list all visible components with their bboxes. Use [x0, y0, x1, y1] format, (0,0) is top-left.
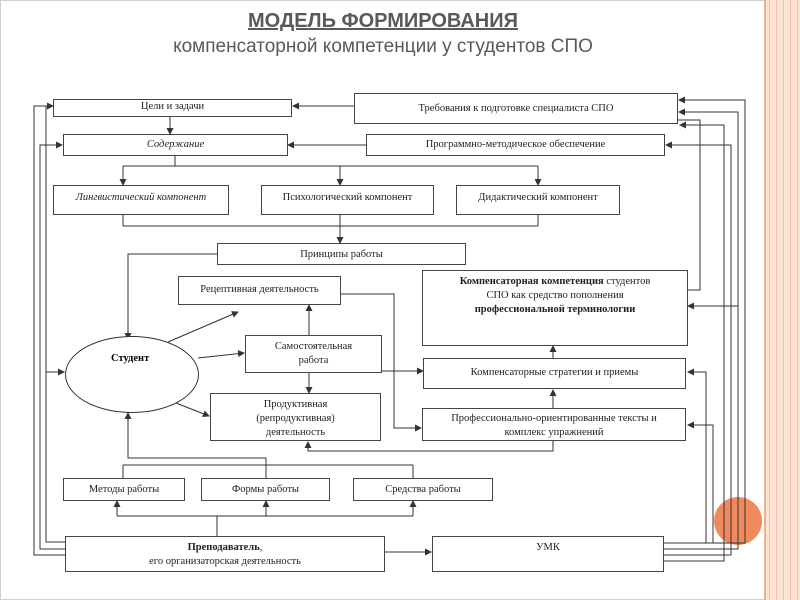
means-box: Средства работы	[353, 478, 493, 501]
competence-line1: Компенсаторная компетенция студентов	[423, 275, 687, 289]
decorative-stripe	[766, 0, 800, 600]
principles-label: Принципы работы	[300, 249, 383, 260]
teacher-box: Преподаватель, его организаторская деяте…	[65, 536, 385, 572]
means-label: Средства работы	[385, 484, 461, 495]
compensatory-competence-box: Компенсаторная компетенция студентов СПО…	[422, 270, 688, 346]
teacher-line1: Преподаватель,	[66, 541, 384, 555]
teacher-comma: ,	[259, 542, 263, 553]
requirements-label: Требования к подготовке специалиста СПО	[418, 103, 614, 114]
principles-box: Принципы работы	[217, 243, 466, 265]
forms-label: Формы работы	[232, 484, 299, 495]
linguistic-component-label: Лингвистический компонент	[75, 192, 207, 203]
student-ellipse: Студент	[65, 336, 199, 413]
didactic-component-label: Дидактический компонент	[478, 192, 598, 203]
umk-box: УМК	[432, 536, 664, 572]
receptive-activity-box: Рецептивная деятельность	[178, 276, 341, 305]
strategies-box: Компенсаторные стратегии и приемы	[423, 358, 686, 389]
psychological-component-box: Психологический компонент	[261, 185, 434, 215]
independent-line2: работа	[298, 355, 329, 366]
didactic-component-box: Дидактический компонент	[456, 185, 620, 215]
independent-line1: Самостоятельная	[274, 341, 353, 352]
content-label: Содержание	[146, 139, 205, 150]
teacher-line2: его организаторская деятельность	[149, 556, 301, 567]
productive-line1: Продуктивная	[263, 399, 328, 410]
productive-line3: деятельность	[265, 427, 326, 438]
program-label: Программно-методическое обеспечение	[425, 139, 606, 150]
competence-line2: СПО как средство пополнения	[486, 290, 624, 301]
competence-bold: Компенсаторная компетенция	[459, 276, 604, 287]
competence-rest: студентов	[603, 276, 651, 287]
page-title: МОДЕЛЬ ФОРМИРОВАНИЯ	[248, 10, 518, 32]
methods-box: Методы работы	[63, 478, 185, 501]
goals-label: Цели и задачи	[140, 101, 205, 112]
student-label: Студент	[111, 353, 150, 364]
strategies-label: Компенсаторные стратегии и приемы	[470, 367, 639, 378]
competence-line3: профессиональной терминологии	[474, 304, 636, 315]
texts-line2: комплекс упражнений	[504, 427, 604, 438]
goals-box: Цели и задачи	[53, 99, 292, 117]
linguistic-component-box: Лингвистический компонент	[53, 185, 229, 215]
page-subtitle: компенсаторной компетенции у студентов С…	[173, 36, 593, 57]
program-box: Программно-методическое обеспечение	[366, 134, 665, 156]
receptive-activity-label: Рецептивная деятельность	[200, 284, 319, 295]
stripe-edge	[764, 0, 766, 600]
methods-label: Методы работы	[88, 484, 160, 495]
umk-label: УМК	[536, 542, 560, 553]
psychological-component-label: Психологический компонент	[282, 192, 413, 203]
requirements-box: Требования к подготовке специалиста СПО	[354, 93, 678, 124]
productive-activity-box: Продуктивная (репродуктивная) деятельнос…	[210, 393, 381, 441]
texts-exercises-box: Профессионально-ориентированные тексты и…	[422, 408, 686, 441]
productive-line2: (репродуктивная)	[256, 413, 335, 424]
forms-box: Формы работы	[201, 478, 330, 501]
independent-work-box: Самостоятельная работа	[245, 335, 382, 373]
content-box: Содержание	[63, 134, 288, 156]
texts-line1: Профессионально-ориентированные тексты и	[451, 413, 657, 424]
teacher-bold: Преподаватель	[187, 542, 260, 553]
